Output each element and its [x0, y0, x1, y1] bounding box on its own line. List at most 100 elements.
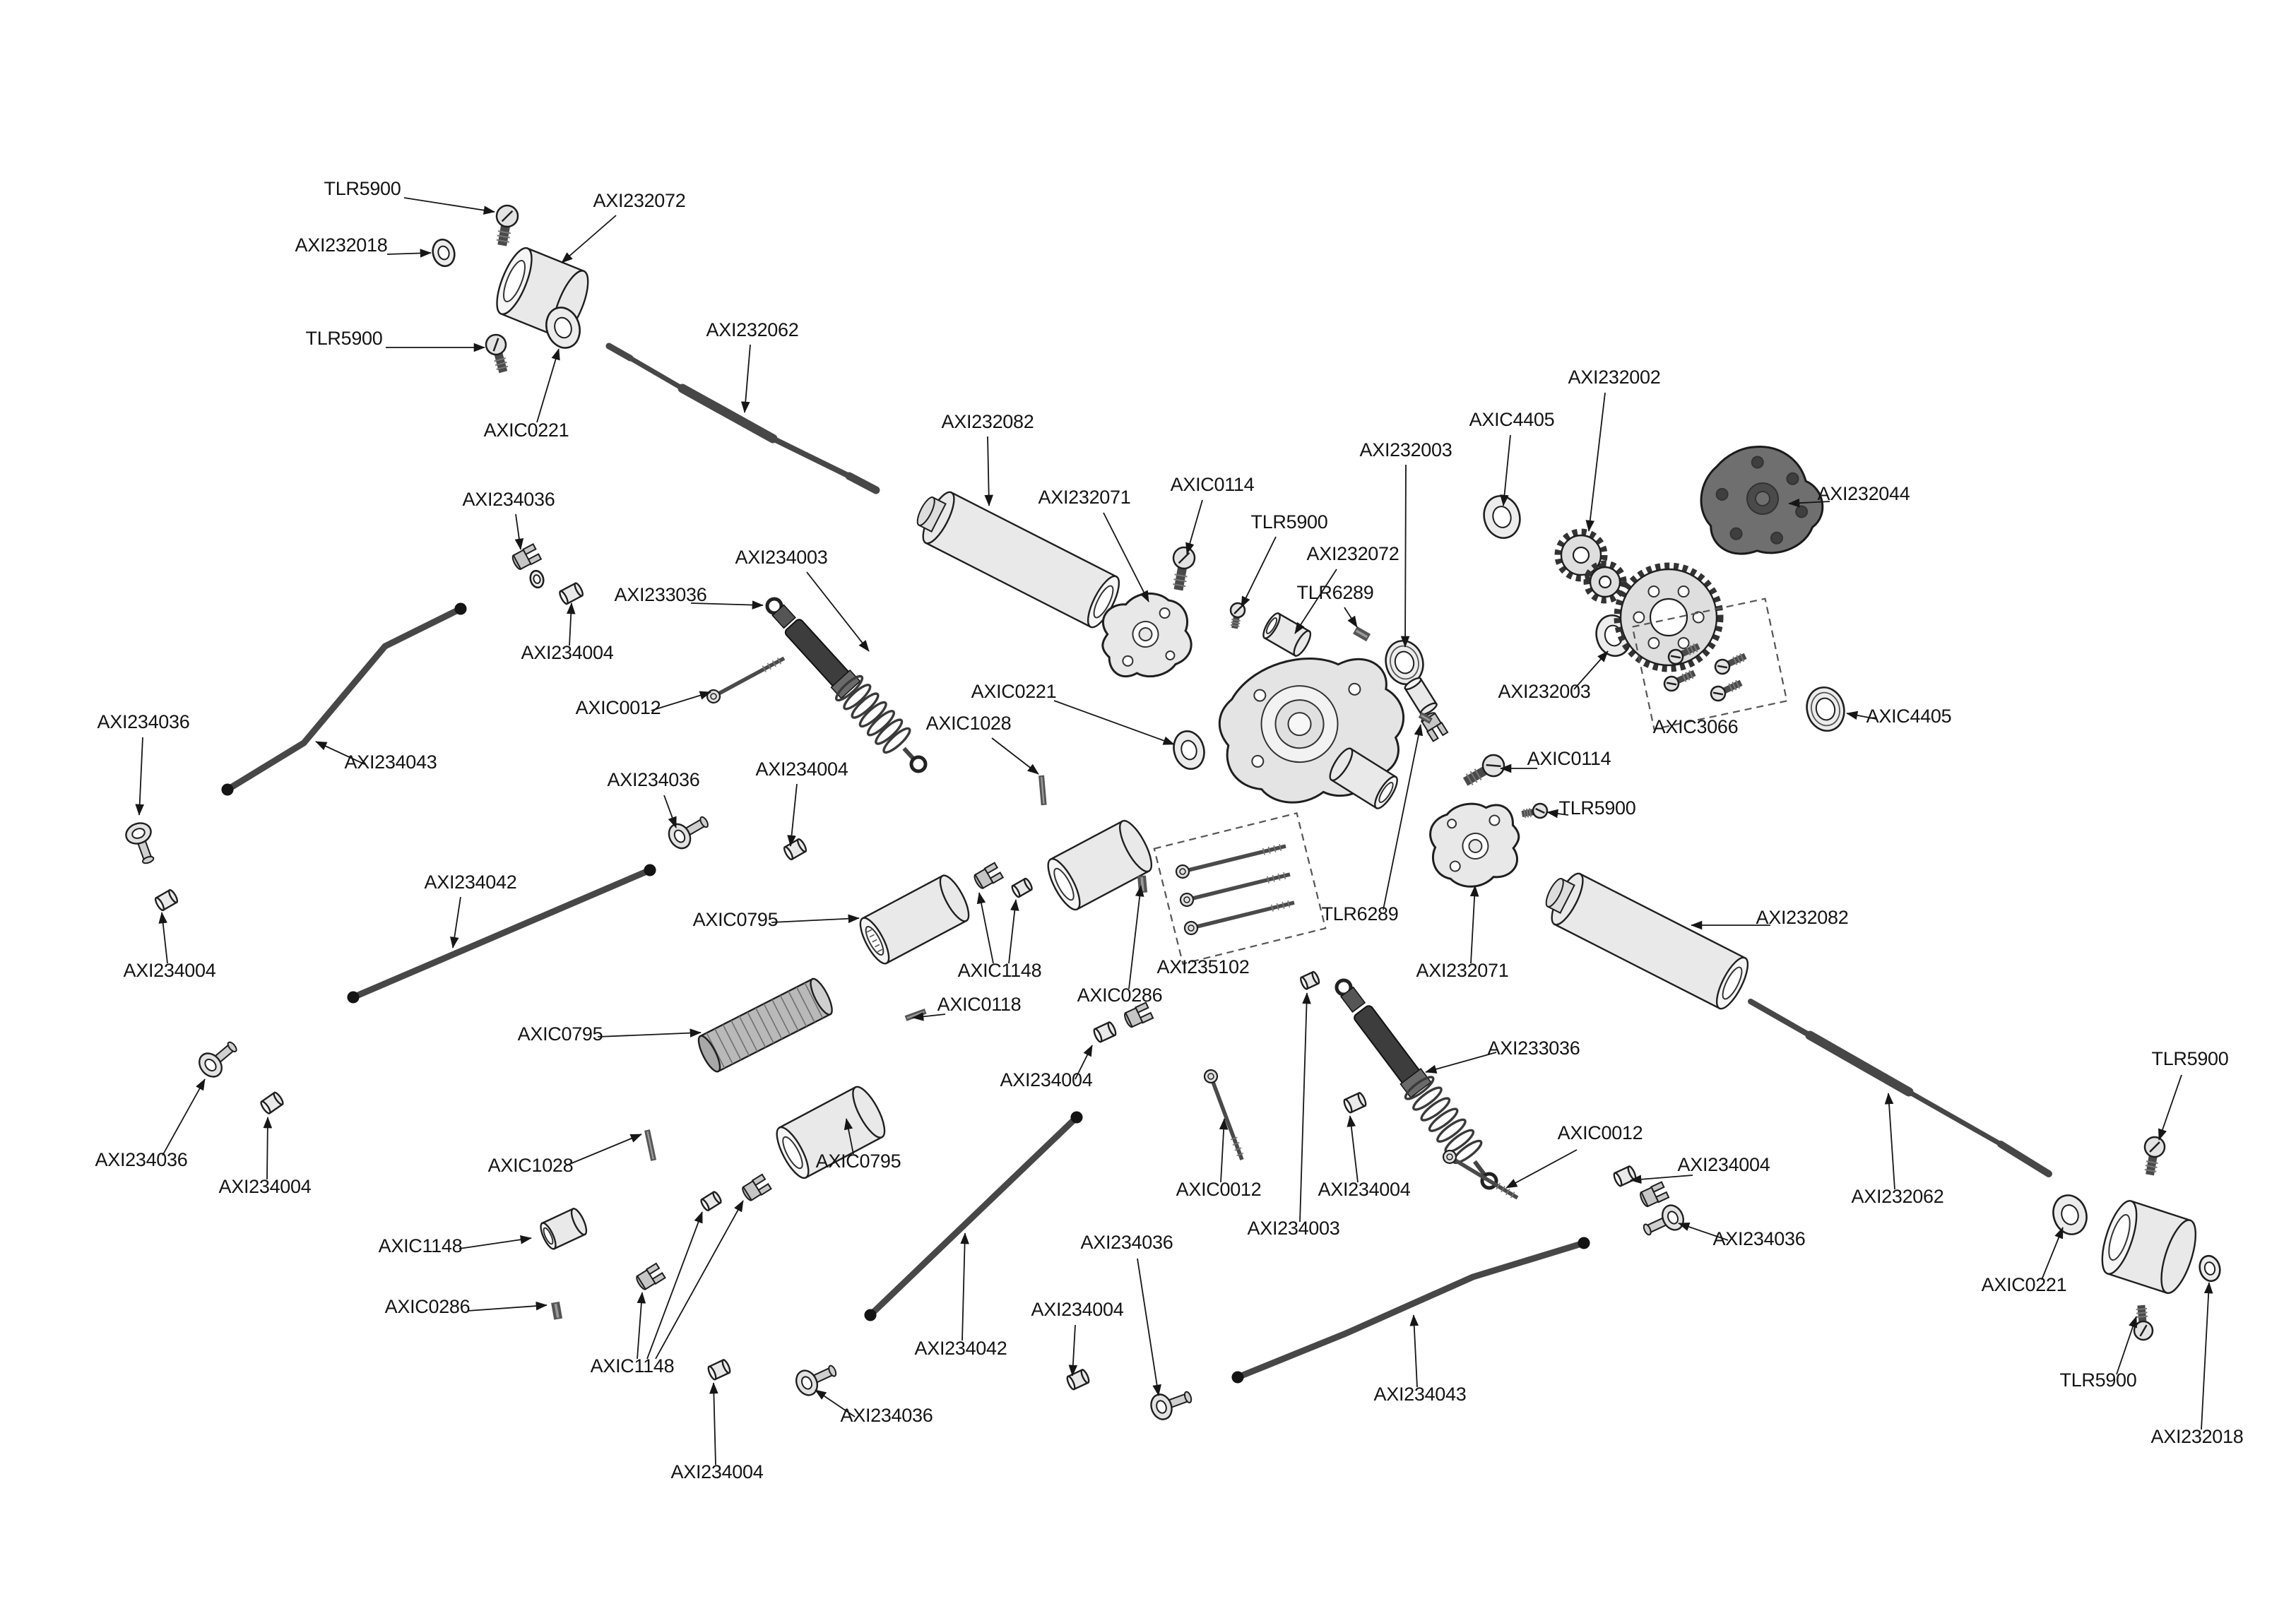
tlr5900-screw-6: [2133, 1304, 2154, 1341]
leader-arrow: [1299, 992, 1311, 1223]
axic3066-screw-3: [1714, 653, 1747, 675]
part-label: AXI232062: [1852, 1186, 1944, 1207]
part-label: TLR5900: [2152, 1048, 2229, 1069]
input-yoke: [1421, 712, 1449, 742]
leader-arrow: [1469, 885, 1479, 964]
axic0795-spline: [697, 977, 833, 1073]
leader-arrow: [1425, 1052, 1497, 1074]
axi234004-bushing-e: [707, 1359, 731, 1381]
mid-sleeve: [1047, 819, 1153, 911]
leader-arrow: [1241, 536, 1277, 608]
leader-arrow: [806, 571, 870, 652]
leader-arrow: [2041, 1227, 2064, 1280]
part-label: AXIC1148: [958, 960, 1042, 981]
axi234043-rod-a: [221, 602, 467, 796]
leader-arrow: [1500, 434, 1511, 506]
axi232002-gear-a: [1554, 528, 1608, 582]
leader-arrow: [1400, 464, 1410, 648]
axic0221-ring-2: [1173, 730, 1205, 770]
part-label: AXI234004: [671, 1461, 764, 1482]
axi234036-rodend-d: [199, 1041, 237, 1078]
leader-arrow: [1294, 569, 1337, 634]
axic3066-screw-1: [1667, 643, 1700, 665]
leader-arrow: [844, 1118, 854, 1155]
leader-arrow: [1505, 1149, 1578, 1189]
part-label: AXIC0012: [576, 697, 661, 718]
axi232062-shaft-1: [605, 343, 880, 494]
leader-arrow: [1788, 498, 1830, 508]
axi234036-rodend-f: [1150, 1391, 1193, 1420]
axi235102-box: [1153, 812, 1327, 965]
axi234004-bushing-i: [1613, 1165, 1637, 1187]
part-label: AXI234036: [841, 1405, 933, 1426]
leader-arrow: [1678, 1223, 1729, 1241]
tlr5900-screw-4: [1521, 802, 1549, 819]
leader-arrow: [655, 1200, 744, 1360]
part-label: AXI232072: [1307, 543, 1400, 564]
leader-arrow: [162, 1078, 206, 1156]
leader-arrow: [1219, 1118, 1229, 1183]
leader-arrow: [637, 1292, 646, 1360]
part-label: AXI234036: [608, 769, 700, 790]
leader-arrow: [514, 513, 524, 550]
axi234004-bushing-a: [559, 582, 584, 605]
leader-arrow: [984, 436, 993, 506]
part-label: AXI232071: [1416, 960, 1509, 981]
leader-arrow: [315, 741, 365, 765]
part-label: TLR5900: [2060, 1369, 2137, 1391]
part-label: AXI232082: [1756, 907, 1849, 928]
axic0795-tube-c: [776, 1086, 886, 1179]
axi234042-rod-b: [864, 1111, 1083, 1321]
part-label: AXIC4405: [1469, 409, 1555, 430]
parts-layer: [125, 204, 2221, 1420]
axi234004-bushing-h: [1343, 1092, 1367, 1114]
part-label: AXIC0012: [1558, 1122, 1643, 1143]
input-shaft: [1404, 677, 1438, 715]
axic0012-screw-b: [1203, 1069, 1244, 1160]
leader-arrow: [740, 344, 751, 413]
axic1148-bushing-b: [540, 1207, 588, 1250]
leader-arrow: [976, 892, 994, 964]
leader-arrow: [403, 197, 495, 215]
leader-arrow: [1630, 1175, 1693, 1184]
part-label: AXI235102: [1157, 956, 1250, 977]
part-label: AXIC1028: [926, 713, 1012, 734]
leader-arrow: [1075, 1045, 1093, 1080]
part-label: AXIC0221: [484, 420, 569, 441]
axi235102-screw-1: [1175, 843, 1286, 879]
part-label: AXI234004: [1678, 1154, 1770, 1175]
part-label: AXIC0221: [971, 681, 1057, 702]
axic3066-screw-4: [1710, 679, 1743, 702]
part-label: AXI232018: [2151, 1426, 2244, 1447]
part-label: AXI234003: [1248, 1218, 1340, 1239]
part-label: AXI232072: [593, 190, 686, 211]
ring-gear: [1614, 562, 1724, 672]
leader-arrow: [709, 1382, 718, 1466]
leader-arrow: [912, 1012, 946, 1021]
part-label: TLR6289: [1297, 582, 1374, 603]
part-label: AXI234036: [1081, 1232, 1173, 1253]
tlr6289-pin-1: [1353, 626, 1371, 642]
part-label: AXIC4405: [1866, 706, 1952, 727]
axic1148-roller-c2: [700, 1191, 722, 1212]
axi232072-cyl-2: [1262, 612, 1312, 657]
leader-arrow: [1344, 607, 1358, 628]
axic0221-ring-1: [545, 307, 581, 349]
leader-arrow: [561, 215, 617, 263]
axi234042-rod-a: [347, 864, 656, 1004]
housing-snout: [1329, 747, 1398, 809]
leader-arrow: [135, 737, 144, 816]
axi232003-bearing-1: [1385, 640, 1424, 685]
axi234036-rodend-g: [1643, 1204, 1684, 1236]
axi235102-screw-3: [1183, 900, 1295, 936]
leader-arrow: [1008, 899, 1019, 964]
part-label: AXI232003: [1498, 681, 1591, 702]
axi232071-knuckle-1: [1101, 592, 1193, 678]
part-label: AXI233036: [1488, 1038, 1580, 1059]
leader-arrow: [1846, 711, 1877, 720]
part-label: AXI234004: [1031, 1299, 1124, 1320]
part-label: AXI234004: [1318, 1179, 1411, 1200]
axic1148-yoke-c1: [636, 1262, 666, 1290]
